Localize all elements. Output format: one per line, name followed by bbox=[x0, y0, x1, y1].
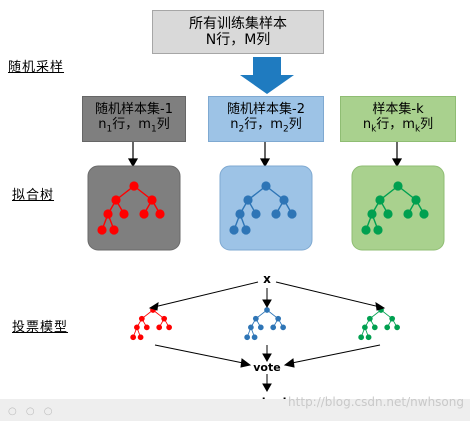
tree-panel-k bbox=[351, 165, 445, 251]
vote-tree-2-node bbox=[252, 315, 259, 322]
vote-tree-2-node bbox=[248, 324, 254, 331]
random-sample-set-1-box: 随机样本集-1 n1行，m1列 bbox=[82, 96, 186, 142]
vote-tree-2-node bbox=[270, 324, 277, 331]
vote-tree-3-node bbox=[389, 315, 396, 322]
vote-tree-1-node bbox=[130, 334, 137, 341]
vote-tree-3-node bbox=[384, 324, 391, 331]
sample-set-k-box: 样本集-k nk行，mk列 bbox=[340, 96, 456, 142]
fit-tree-1-node bbox=[103, 209, 113, 219]
vote-label: vote bbox=[253, 361, 280, 374]
vote-tree-2-node bbox=[251, 334, 258, 341]
fit-tree-3-node bbox=[375, 195, 385, 205]
vote-tree-3-node bbox=[371, 324, 378, 331]
sampling-down-arrow bbox=[240, 57, 294, 94]
subset-2-shape: n2行，m2列 bbox=[230, 117, 302, 135]
tree-panel-1 bbox=[87, 165, 181, 251]
fit-tree-3-node bbox=[393, 181, 403, 191]
fit-tree-2-node bbox=[279, 195, 289, 205]
subset-k-title: 样本集-k bbox=[372, 102, 424, 118]
fit-tree-2-node bbox=[235, 209, 245, 219]
fit-tree-3-node bbox=[361, 225, 371, 235]
vote-tree-1-node bbox=[143, 324, 150, 331]
all-training-samples-box: 所有训练集样本 N行，M列 bbox=[152, 10, 324, 54]
fit-tree-1-node bbox=[155, 209, 165, 219]
fit-tree-1-node bbox=[119, 209, 129, 219]
fit-tree-3-node bbox=[367, 209, 377, 219]
label-fit-trees: 拟合树 bbox=[12, 188, 55, 203]
fit-tree-2-node bbox=[243, 195, 253, 205]
vote-tree-3-node bbox=[358, 334, 365, 341]
fit-tree-2-node bbox=[251, 209, 261, 219]
vote-tree-2-node bbox=[275, 315, 282, 322]
subset-1-title: 随机样本集-1 bbox=[95, 102, 173, 118]
fit-tree-1-node bbox=[129, 181, 139, 191]
vote-tree-1-node bbox=[134, 324, 140, 331]
vote-tree-3-node bbox=[366, 315, 373, 322]
fit-tree-3-node bbox=[373, 225, 383, 235]
fit-tree-1-node bbox=[97, 225, 107, 235]
fit-tree-3-node bbox=[411, 195, 421, 205]
subset-k-shape: nk行，mk列 bbox=[362, 117, 434, 135]
title-box-line1: 所有训练集样本 bbox=[189, 15, 287, 32]
fit-tree-2-node bbox=[229, 225, 239, 235]
subset-1-shape: n1行，m1列 bbox=[98, 117, 170, 135]
fit-tree-2-node bbox=[287, 209, 297, 219]
watermark: http://blog.csdn.net/nwhsong bbox=[288, 395, 464, 409]
fit-tree-2-node bbox=[261, 181, 271, 191]
vote-tree-2-node bbox=[264, 307, 270, 313]
arrow-x-to-tree1 bbox=[149, 281, 259, 309]
subset-2-title: 随机样本集-2 bbox=[227, 102, 305, 118]
random-sample-set-2-box: 随机样本集-2 n2行，m2列 bbox=[208, 96, 324, 142]
vote-tree-2-node bbox=[257, 324, 264, 331]
fit-tree-2-node bbox=[241, 225, 251, 235]
fit-tree-1-node bbox=[147, 195, 157, 205]
fit-tree-3-node bbox=[419, 209, 429, 219]
arrow-treek-to-vote bbox=[286, 344, 381, 365]
vote-tree-3-node bbox=[362, 324, 368, 331]
footer-bar bbox=[0, 399, 470, 421]
tree-panel-2 bbox=[219, 165, 313, 251]
vote-tree-1-node bbox=[156, 324, 163, 331]
vote-tree-1-node bbox=[138, 315, 145, 322]
fit-tree-1-node bbox=[109, 225, 119, 235]
vote-tree-3-node bbox=[394, 324, 400, 331]
footer-dots: ○ ○ ○ bbox=[8, 406, 56, 417]
vote-tree-2-node bbox=[280, 324, 286, 331]
fit-tree-2-node bbox=[271, 209, 281, 219]
arrow-tree1-to-vote bbox=[154, 344, 249, 365]
vote-tree-1-node bbox=[161, 315, 168, 322]
vote-tree-1-node bbox=[137, 334, 144, 341]
fit-tree-3-node bbox=[403, 209, 413, 219]
fit-tree-1-node bbox=[111, 195, 121, 205]
vote-tree-1-node bbox=[166, 324, 172, 331]
label-voting-model: 投票模型 bbox=[12, 320, 69, 335]
title-box-line2: N行，M列 bbox=[205, 32, 271, 48]
fit-tree-3-node bbox=[383, 209, 393, 219]
vote-tree-3-node bbox=[365, 334, 372, 341]
x-input-label: x bbox=[263, 272, 271, 286]
label-random-sampling: 随机采样 bbox=[8, 60, 65, 75]
fit-tree-1-node bbox=[139, 209, 149, 219]
vote-tree-2-node bbox=[244, 334, 251, 341]
arrow-x-to-treek bbox=[275, 281, 385, 309]
